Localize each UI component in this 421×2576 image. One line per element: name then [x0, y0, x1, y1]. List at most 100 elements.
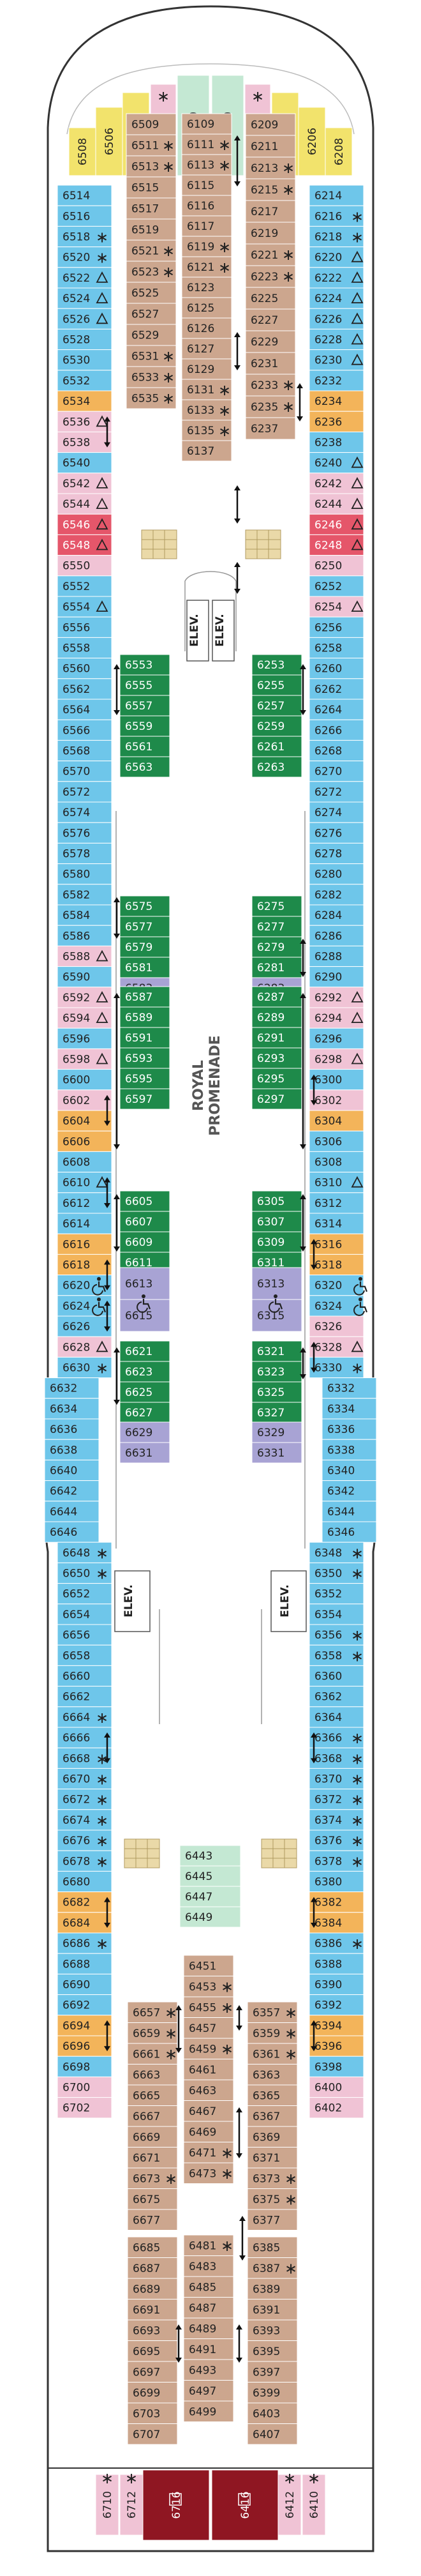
cabin[interactable]: 6309: [251, 1231, 302, 1253]
cabin[interactable]: 6354: [309, 1603, 364, 1625]
cabin[interactable]: 6612: [57, 1192, 112, 1214]
cabin[interactable]: 6127: [181, 338, 232, 360]
cabin[interactable]: 6272: [309, 781, 364, 803]
cabin[interactable]: 6257: [251, 695, 302, 716]
cabin[interactable]: 6371: [247, 2147, 298, 2169]
cabin[interactable]: 6443: [179, 1845, 241, 1867]
cabin[interactable]: 6631: [119, 1442, 170, 1464]
cabin[interactable]: 6620: [57, 1275, 112, 1296]
cabin[interactable]: 6281: [251, 957, 302, 978]
cabin[interactable]: 6402: [309, 2097, 364, 2119]
cabin[interactable]: 6574: [57, 801, 112, 823]
cabin[interactable]: 6686: [57, 1932, 112, 1954]
cabin[interactable]: 6698: [57, 2056, 112, 2077]
cabin[interactable]: 6673: [127, 2167, 178, 2189]
cabin[interactable]: 6220: [309, 246, 364, 268]
cabin[interactable]: 6542: [57, 473, 112, 494]
cabin[interactable]: 6268: [309, 739, 364, 762]
cabin[interactable]: 6395: [247, 2340, 298, 2362]
cabin[interactable]: 6610: [57, 1172, 112, 1193]
cabin[interactable]: 6662: [57, 1686, 112, 1708]
cabin[interactable]: 6497: [183, 2380, 234, 2402]
cabin[interactable]: 6256: [309, 616, 364, 638]
cabin[interactable]: 6206: [298, 107, 326, 176]
cabin[interactable]: 6555: [119, 674, 170, 696]
cabin[interactable]: 6365: [247, 2084, 298, 2106]
cabin[interactable]: 6579: [119, 936, 170, 958]
cabin[interactable]: 6376: [309, 1830, 364, 1851]
cabin[interactable]: 6327: [251, 1402, 302, 1423]
cabin[interactable]: 6481: [183, 2234, 234, 2256]
cabin[interactable]: 6263: [251, 756, 302, 778]
cabin[interactable]: 6618: [57, 1254, 112, 1276]
cabin[interactable]: 6297: [251, 1088, 302, 1110]
cabin[interactable]: 6554: [57, 596, 112, 617]
cabin[interactable]: 6525: [126, 282, 177, 304]
cabin[interactable]: 6123: [181, 277, 232, 298]
cabin[interactable]: 6680: [57, 1870, 112, 1893]
cabin[interactable]: 6586: [57, 925, 112, 946]
cabin[interactable]: 6277: [251, 916, 302, 937]
cabin[interactable]: 6615: [119, 1299, 170, 1332]
cabin[interactable]: 6363: [247, 2064, 298, 2086]
cabin[interactable]: 6696: [57, 2035, 112, 2057]
cabin[interactable]: 6226: [309, 308, 364, 330]
cabin[interactable]: 6560: [57, 658, 112, 679]
cabin[interactable]: 6231: [245, 352, 296, 375]
cabin[interactable]: 6221: [245, 243, 296, 266]
cabin[interactable]: 6453: [183, 1976, 234, 1997]
cabin[interactable]: 6382: [309, 1891, 364, 1913]
cabin[interactable]: 6515: [126, 176, 177, 199]
cabin[interactable]: 6316: [309, 1233, 364, 1255]
cabin[interactable]: 6626: [57, 1315, 112, 1337]
cabin[interactable]: 6326: [309, 1315, 364, 1337]
cabin[interactable]: 6590: [57, 966, 112, 988]
cabin[interactable]: 6126: [181, 317, 232, 339]
cabin[interactable]: 6598: [57, 1048, 112, 1070]
cabin[interactable]: 6558: [57, 637, 112, 659]
cabin[interactable]: 6236: [309, 411, 364, 432]
cabin[interactable]: 6544: [57, 493, 112, 515]
cabin[interactable]: 6652: [57, 1583, 112, 1605]
cabin[interactable]: 6659: [127, 2022, 178, 2044]
cabin[interactable]: 6314: [309, 1213, 364, 1234]
cabin[interactable]: 6255: [251, 674, 302, 696]
cabin[interactable]: 6661: [127, 2043, 178, 2065]
cabin[interactable]: 6668: [57, 1747, 112, 1769]
cabin[interactable]: 6396: [309, 2035, 364, 2057]
cabin[interactable]: 6644: [44, 1501, 100, 1522]
cabin[interactable]: 6529: [126, 324, 177, 346]
cabin[interactable]: 6121: [181, 256, 232, 278]
cabin[interactable]: 6604: [57, 1110, 112, 1132]
cabin[interactable]: 6521: [126, 239, 177, 262]
cabin[interactable]: 6596: [57, 1027, 112, 1049]
cabin[interactable]: 6294: [309, 1007, 364, 1029]
cabin[interactable]: 6384: [309, 1912, 364, 1934]
cabin[interactable]: 6340: [321, 1459, 377, 1481]
cabin[interactable]: 6672: [57, 1789, 112, 1810]
cabin[interactable]: 6642: [44, 1480, 100, 1502]
cabin[interactable]: 6302: [309, 1089, 364, 1111]
cabin[interactable]: 6489: [183, 2317, 234, 2339]
cabin[interactable]: 6703: [127, 2402, 178, 2424]
cabin[interactable]: 6445: [179, 1865, 241, 1887]
cabin[interactable]: 6242: [309, 473, 364, 494]
cabin[interactable]: 6211: [245, 135, 296, 158]
cabin[interactable]: 6397: [247, 2361, 298, 2383]
cabin[interactable]: 6457: [183, 2017, 234, 2039]
cabin[interactable]: 6244: [309, 493, 364, 515]
cabin[interactable]: 6398: [309, 2056, 364, 2077]
cabin[interactable]: 6682: [57, 1891, 112, 1913]
cabin[interactable]: 6707: [127, 2423, 178, 2445]
cabin[interactable]: 6352: [309, 1583, 364, 1605]
cabin[interactable]: 6526: [57, 308, 112, 330]
cabin[interactable]: 6487: [183, 2297, 234, 2319]
cabin[interactable]: 6388: [309, 1953, 364, 1974]
cabin[interactable]: 6308: [309, 1151, 364, 1173]
cabin[interactable]: 6315: [251, 1299, 302, 1332]
cabin[interactable]: 6329: [251, 1421, 302, 1443]
cabin[interactable]: 6694: [57, 2015, 112, 2036]
cabin[interactable]: 6234: [309, 390, 364, 412]
cabin[interactable]: 6447: [179, 1886, 241, 1907]
cabin[interactable]: 6386: [309, 1932, 364, 1954]
